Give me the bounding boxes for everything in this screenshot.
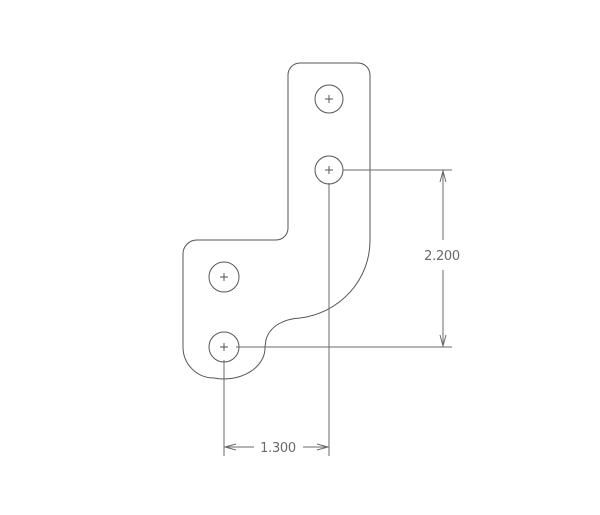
dimension-horizontal: 1.300 — [223, 441, 330, 456]
hole-bottom — [208, 331, 240, 363]
hole-top — [314, 84, 344, 114]
dimension-label-vertical: 2.200 — [424, 249, 460, 264]
dimension-label-horizontal: 1.300 — [260, 441, 296, 456]
dimension-vertical: 2.200 — [424, 169, 460, 348]
part-outline — [182, 62, 371, 380]
extension-lines — [223, 169, 452, 456]
hole-left-mid — [208, 261, 240, 293]
hole-upper-mid — [314, 155, 344, 185]
